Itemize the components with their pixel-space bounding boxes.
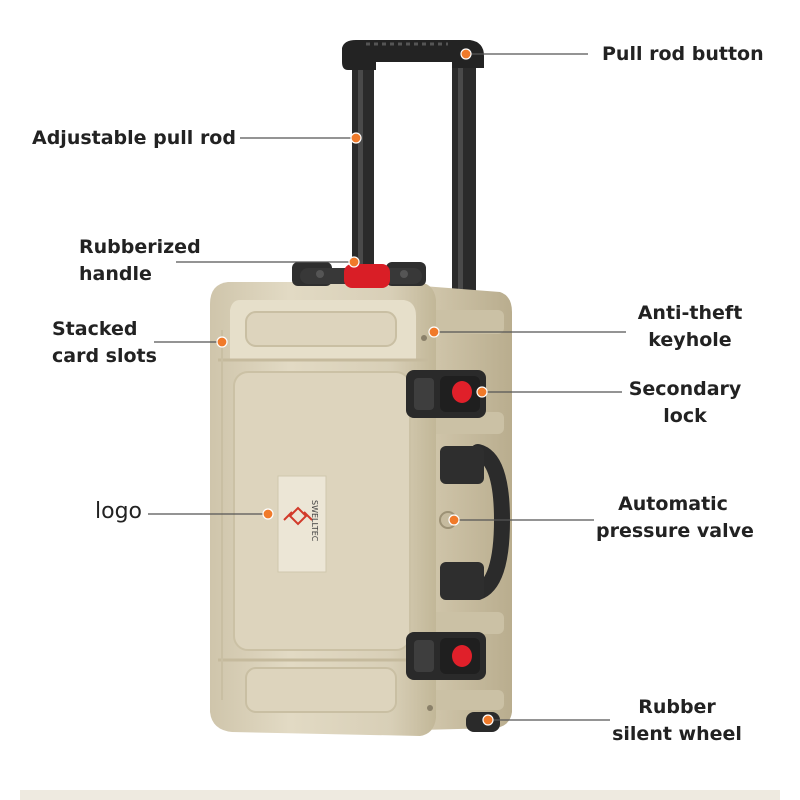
label-pull-rod-button: Pull rod button	[602, 43, 764, 65]
label-secondary-lock: Secondary lock	[628, 378, 742, 427]
top-handle	[292, 262, 426, 288]
lower-latch	[406, 632, 486, 680]
footer-band	[20, 790, 780, 800]
pull-rod	[342, 40, 484, 300]
label-anti-theft-keyhole: Anti-theft keyhole	[637, 302, 743, 351]
label-rubberized-handle: Rubberized handle	[79, 236, 201, 285]
marker-wheel	[482, 714, 494, 726]
marker-adjustable-pull-rod	[350, 132, 362, 144]
case-body: SWELLTEC	[210, 282, 436, 736]
marker-secondary-lock	[476, 386, 488, 398]
marker-card-slots	[216, 336, 228, 348]
marker-logo	[262, 508, 274, 520]
marker-pressure-valve	[448, 514, 460, 526]
label-logo: logo	[95, 499, 142, 524]
label-rubber-silent-wheel: Rubber silent wheel	[612, 696, 742, 745]
upper-latch	[406, 370, 486, 418]
label-adjustable-pull-rod: Adjustable pull rod	[32, 127, 236, 149]
leader-lines	[148, 53, 626, 721]
callout-markers	[216, 48, 494, 726]
label-automatic-pressure-valve: Automatic pressure valve	[596, 493, 754, 542]
marker-pull-rod-button	[460, 48, 472, 60]
marker-rubberized-handle	[348, 256, 360, 268]
svg-text:SWELLTEC: SWELLTEC	[310, 500, 319, 542]
label-stacked-card-slots: Stacked card slots	[52, 318, 157, 367]
marker-keyhole	[428, 326, 440, 338]
